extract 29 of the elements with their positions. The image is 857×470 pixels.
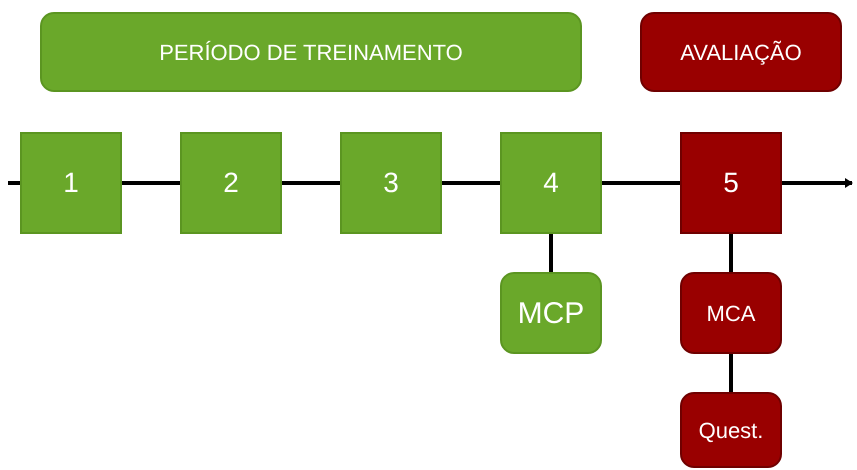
node-label: MCP	[518, 296, 584, 332]
connector-line	[442, 181, 500, 185]
node-label: 5	[723, 166, 739, 200]
node-label: 2	[223, 166, 239, 200]
node-label: 1	[63, 166, 79, 200]
phase-banner	[640, 12, 842, 92]
connector-line	[549, 234, 553, 272]
node-label: AVALIAÇÃO	[680, 38, 802, 67]
connector-line	[729, 354, 733, 392]
method-box	[680, 392, 782, 468]
node-label: Quest.	[698, 416, 764, 444]
connector-line	[122, 181, 180, 185]
connector-line	[282, 181, 340, 185]
node-label: 3	[383, 166, 399, 200]
phase-banner	[40, 12, 582, 92]
step-box	[500, 132, 602, 234]
connector-line	[8, 181, 20, 185]
connector-line	[782, 178, 853, 188]
step-box	[340, 132, 442, 234]
connector-line	[729, 234, 733, 272]
node-label: PERÍODO DE TREINAMENTO	[159, 38, 463, 66]
node-label: 4	[543, 166, 559, 200]
step-box	[20, 132, 122, 234]
step-box	[180, 132, 282, 234]
node-label: MCA	[706, 300, 756, 328]
method-box	[680, 272, 782, 354]
step-box	[680, 132, 782, 234]
connector-line	[602, 181, 680, 185]
method-box	[500, 272, 602, 354]
